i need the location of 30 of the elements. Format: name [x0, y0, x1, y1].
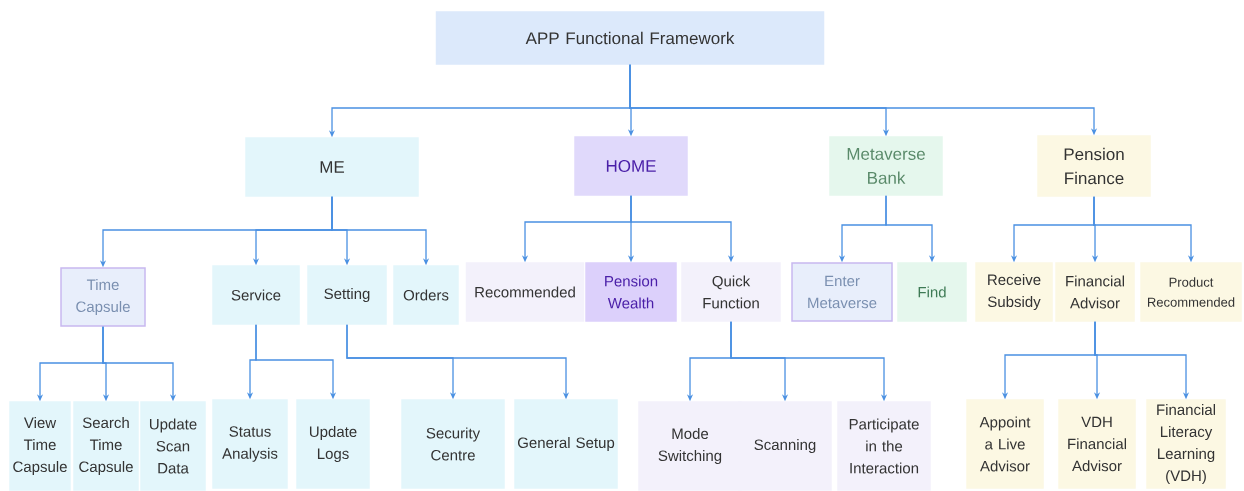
process-box: Status Analysis [212, 399, 288, 489]
process-box: Quick Function [681, 262, 781, 322]
process-box: Time Capsule [60, 267, 146, 327]
title-box: APP Functional Framework [435, 11, 825, 65]
process-box: Appoint a Live Advisor [966, 399, 1044, 489]
process-box: Participate in the Interaction [837, 401, 931, 491]
process-box: Search Time Capsule [73, 401, 139, 491]
process-box: Receive Subsidy [975, 262, 1053, 322]
process-box: Scanning [738, 401, 832, 491]
process-box: Financial Advisor [1055, 262, 1135, 322]
process-box: Financial Literacy Learning (VDH) [1146, 399, 1226, 489]
process-box: Metaverse Bank [829, 136, 943, 196]
process-box: Pension Wealth [585, 262, 677, 322]
process-box: Product Recommended [1140, 262, 1242, 322]
process-box: Find [897, 262, 967, 322]
process-box: Update Logs [296, 399, 370, 489]
process-box: HOME [574, 136, 688, 196]
process-box: VDH Financial Advisor [1058, 399, 1136, 489]
process-box: Service [212, 265, 300, 325]
process-box: Security Centre [401, 399, 505, 489]
process-box: Recommended [465, 262, 585, 322]
process-box: Mode Switching [638, 401, 742, 491]
process-box: ME [245, 137, 419, 197]
process-box: View Time Capsule [9, 401, 71, 491]
process-box: Update Scan Data [140, 401, 206, 491]
process-box: General Setup [514, 399, 618, 489]
process-box: Orders [393, 265, 459, 325]
process-box: Setting [307, 265, 387, 325]
process-box: Pension Finance [1037, 135, 1151, 197]
process-box: Enter Metaverse [791, 262, 893, 322]
